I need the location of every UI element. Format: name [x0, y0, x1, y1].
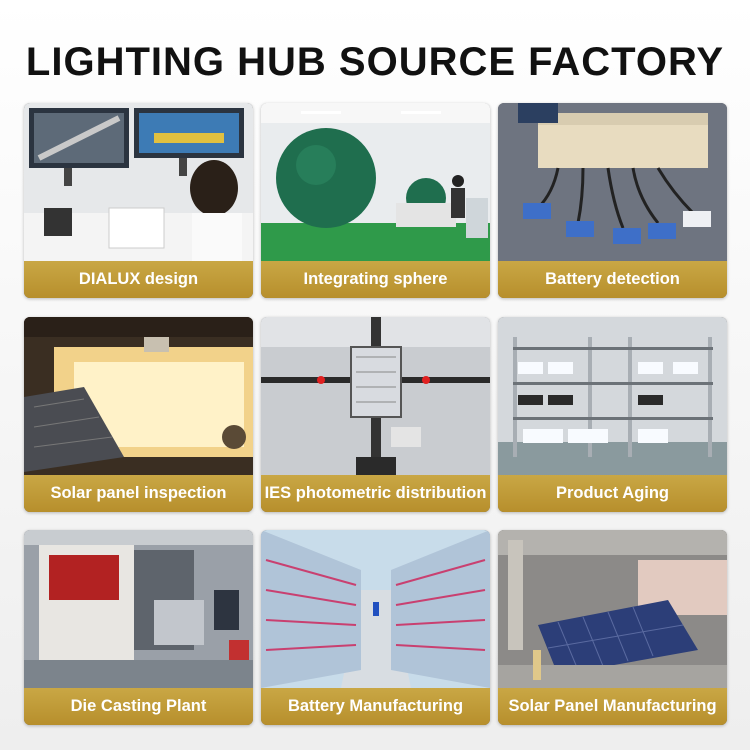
integrating-sphere-photo	[261, 103, 490, 261]
die-casting-plant-photo	[24, 530, 253, 688]
tile-caption: Battery detection	[498, 261, 727, 298]
tile-battery-manufacturing: Battery Manufacturing	[261, 530, 490, 725]
tile-caption: Solar panel inspection	[24, 475, 253, 512]
solar-panel-inspection-photo	[24, 317, 253, 475]
tile-solar-panel-inspection: Solar panel inspection	[24, 317, 253, 512]
tile-caption: Product Aging	[498, 475, 727, 512]
tile-caption: Integrating sphere	[261, 261, 490, 298]
tile-caption: Solar Panel Manufacturing	[498, 688, 727, 725]
tile-ies-photometric: IES photometric distribution	[261, 317, 490, 512]
tile-caption: Battery Manufacturing	[261, 688, 490, 725]
product-aging-photo	[498, 317, 727, 475]
battery-detection-photo	[498, 103, 727, 261]
solar-panel-manufacturing-photo	[498, 530, 727, 688]
tile-dialux-design: DIALUX design	[24, 103, 253, 298]
tile-integrating-sphere: Integrating sphere	[261, 103, 490, 298]
battery-manufacturing-photo	[261, 530, 490, 688]
ies-photometric-photo	[261, 317, 490, 475]
tile-battery-detection: Battery detection	[498, 103, 727, 298]
tile-caption: Die Casting Plant	[24, 688, 253, 725]
dialux-design-photo	[24, 103, 253, 261]
tile-caption: DIALUX design	[24, 261, 253, 298]
tile-caption: IES photometric distribution	[261, 475, 490, 512]
tile-product-aging: Product Aging	[498, 317, 727, 512]
tile-die-casting-plant: Die Casting Plant	[24, 530, 253, 725]
page-title: LIGHTING HUB SOURCE FACTORY	[25, 40, 725, 84]
tile-solar-panel-manufacturing: Solar Panel Manufacturing	[498, 530, 727, 725]
